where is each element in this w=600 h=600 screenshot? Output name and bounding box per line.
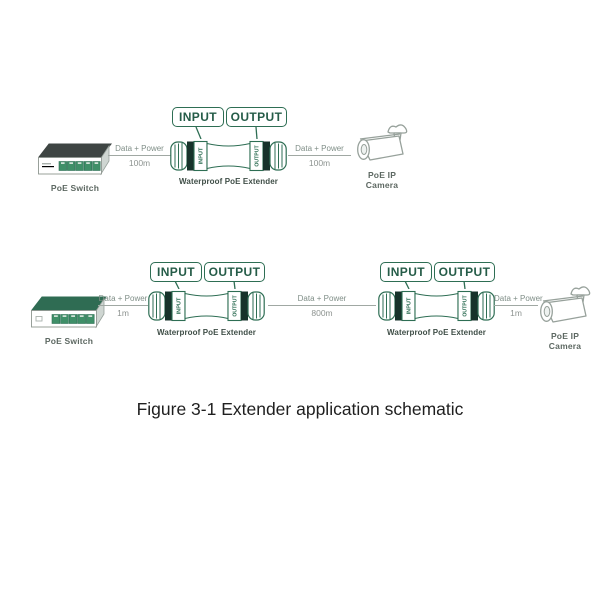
callout-pointer-lines <box>195 127 258 139</box>
extender-bottom-2: INPUT OUTPUT INPUT OUTPUT Waterproof P <box>378 260 495 342</box>
output-callout: OUTPUT <box>204 262 265 282</box>
output-callout-text: OUTPUT <box>208 265 261 279</box>
poe-camera-label: PoE IP Camera <box>365 170 399 190</box>
ip-camera-icon <box>540 286 591 323</box>
waterproof-extender-icon: INPUT OUTPUT <box>170 140 287 172</box>
data-power-label: Data + Power <box>98 294 148 306</box>
distance-label: 100m <box>308 158 331 168</box>
input-callout-text: INPUT <box>387 265 425 279</box>
cable-segment: Data + Power 1m <box>98 294 148 318</box>
distance-label: 800m <box>311 308 333 318</box>
poe-camera-label: PoE IP Camera <box>548 331 582 351</box>
cable-segment: Data + Power 1m <box>494 294 543 318</box>
input-callout-text: INPUT <box>157 265 195 279</box>
data-power-label: Data + Power <box>494 294 543 306</box>
callout-pointer-lines <box>404 281 466 289</box>
input-barrel-text: INPUT <box>199 147 205 164</box>
rj45-ports <box>58 161 101 171</box>
extender-bottom-1: INPUT OUTPUT INPUT OUTPUT Waterproof P <box>148 260 265 342</box>
output-callout-text: OUTPUT <box>438 265 491 279</box>
poe-camera-top: PoE IP Camera <box>351 121 413 190</box>
poe-switch-bottom: PoE Switch <box>28 294 110 346</box>
extender-top: INPUT OUTPUT INPUT OUTPUT Waterproof P <box>170 105 287 187</box>
poe-switch-top: PoE Switch <box>35 141 115 193</box>
poe-switch-icon <box>37 143 113 176</box>
distance-label: 100m <box>128 158 151 168</box>
output-callout: OUTPUT <box>226 107 287 127</box>
ip-camera-icon <box>357 124 408 161</box>
cable-segment: Data + Power 800m <box>268 294 376 318</box>
output-callout-text: OUTPUT <box>230 110 283 124</box>
distance-label: 1m <box>117 308 129 318</box>
output-barrel-text: OUTPUT <box>255 145 261 167</box>
rj45-ports <box>51 314 95 324</box>
callout-pointer-lines <box>174 281 236 289</box>
output-barrel-text: OUTPUT <box>233 295 239 317</box>
data-power-label: Data + Power <box>268 294 376 306</box>
input-callout: INPUT <box>172 107 224 127</box>
waterproof-extender-icon: INPUT OUTPUT <box>148 290 265 322</box>
figure-caption: Figure 3-1 Extender application schemati… <box>136 399 464 419</box>
poe-switch-label: PoE Switch <box>44 336 94 346</box>
input-callout: INPUT <box>150 262 202 282</box>
input-callout: INPUT <box>380 262 432 282</box>
extender-label: Waterproof PoE Extender <box>157 328 256 337</box>
waterproof-extender-icon: INPUT OUTPUT <box>378 290 495 322</box>
cable-segment: Data + Power 100m <box>288 144 351 168</box>
extender-label: Waterproof PoE Extender <box>179 177 278 186</box>
data-power-label: Data + Power <box>108 144 171 156</box>
input-callout-text: INPUT <box>179 110 217 124</box>
poe-switch-label: PoE Switch <box>50 183 100 193</box>
poe-camera-bottom: PoE IP Camera <box>534 283 596 351</box>
output-barrel-text: OUTPUT <box>463 295 469 317</box>
distance-label: 1m <box>510 308 522 318</box>
extender-label: Waterproof PoE Extender <box>387 328 486 337</box>
output-callout: OUTPUT <box>434 262 495 282</box>
cable-segment: Data + Power 100m <box>108 144 171 168</box>
input-barrel-text: INPUT <box>407 297 413 314</box>
poe-switch-icon <box>30 296 108 329</box>
input-barrel-text: INPUT <box>177 297 183 314</box>
data-power-label: Data + Power <box>288 144 351 156</box>
